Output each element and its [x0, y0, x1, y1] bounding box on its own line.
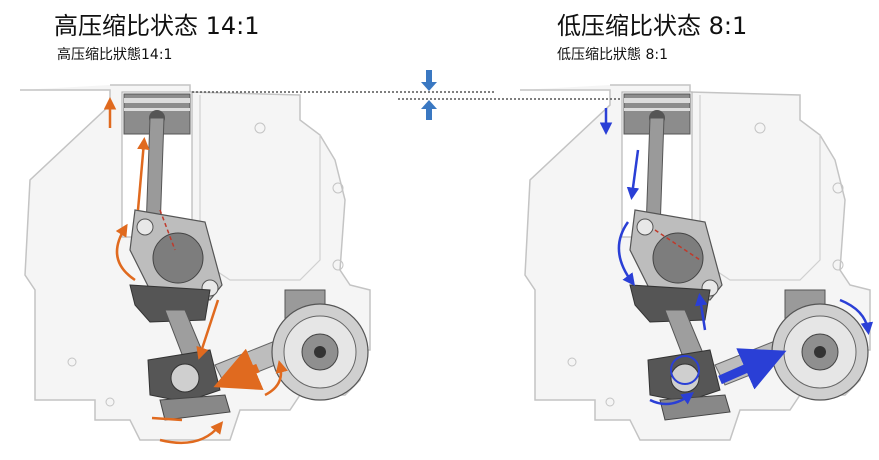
- high-compression-subtitle: 高压缩比狀態14:1: [57, 47, 173, 63]
- low-compression-title: 低压缩比状态 8:1: [557, 12, 748, 40]
- high-compression-engine: [19, 84, 371, 441]
- low-compression-motion-arrows: [599, 108, 874, 406]
- low-compression-engine: [519, 84, 871, 441]
- high-axis-line: [159, 209, 176, 251]
- compress-arrows-icon: [421, 70, 437, 120]
- low-axis-line: [654, 229, 701, 261]
- high-compression-title: 高压缩比状态 14:1: [54, 12, 260, 40]
- low-compression-subtitle: 低压缩比狀態 8:1: [557, 47, 668, 63]
- high-compression-motion-arrows: [103, 97, 288, 445]
